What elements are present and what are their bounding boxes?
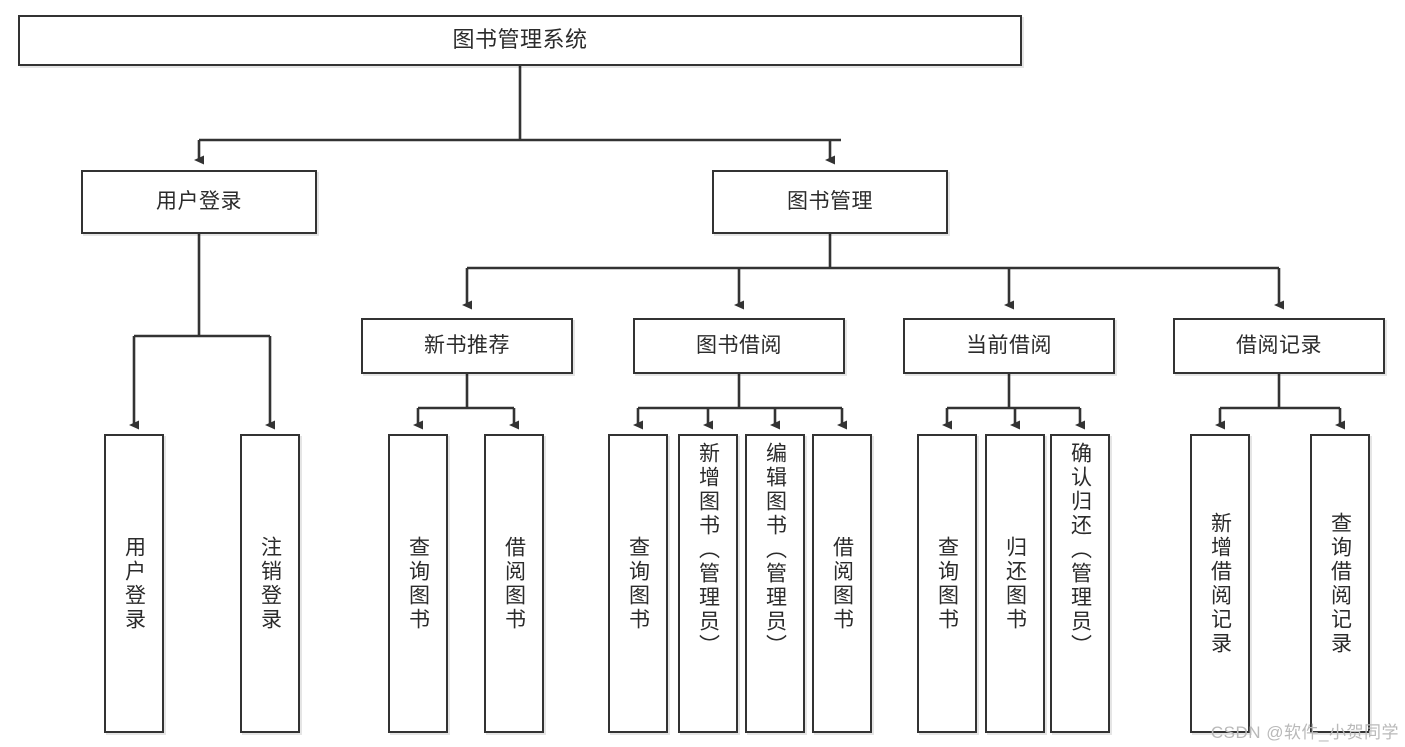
node-borrow-records[interactable]: 借阅记录 (1173, 318, 1385, 374)
node-label: 借阅图书 (830, 535, 854, 632)
leaf-edit-book-admin[interactable]: 编辑图书（管理员） (745, 434, 805, 733)
node-book-borrowing[interactable]: 图书借阅 (633, 318, 845, 374)
leaf-query-book-recommendation[interactable]: 查询图书 (388, 434, 448, 733)
node-label: 编辑图书（管理员） (763, 442, 787, 658)
node-label: 新书推荐 (424, 334, 510, 358)
node-label: 注销登录 (258, 535, 282, 632)
node-label: 借阅图书 (502, 535, 526, 632)
node-label: 图书借阅 (696, 334, 782, 358)
node-label: 用户登录 (122, 535, 146, 632)
leaf-add-book-admin[interactable]: 新增图书（管理员） (678, 434, 738, 733)
node-label: 借阅记录 (1236, 334, 1322, 358)
node-new-book-recommendation[interactable]: 新书推荐 (361, 318, 573, 374)
leaf-return-book[interactable]: 归还图书 (985, 434, 1045, 733)
node-label: 查询借阅记录 (1328, 511, 1352, 656)
node-label: 新增借阅记录 (1208, 511, 1232, 656)
node-book-management[interactable]: 图书管理 (712, 170, 948, 234)
node-root-system[interactable]: 图书管理系统 (18, 15, 1022, 66)
leaf-borrow-book-recommendation[interactable]: 借阅图书 (484, 434, 544, 733)
leaf-query-book-current[interactable]: 查询图书 (917, 434, 977, 733)
node-label: 当前借阅 (966, 334, 1052, 358)
node-label: 查询图书 (406, 535, 430, 632)
leaf-query-book-borrowing[interactable]: 查询图书 (608, 434, 668, 733)
node-label: 新增图书（管理员） (696, 442, 720, 658)
node-label: 图书管理系统 (452, 27, 588, 53)
node-label: 查询图书 (626, 535, 650, 632)
node-current-borrowing[interactable]: 当前借阅 (903, 318, 1115, 374)
node-label: 图书管理 (787, 190, 873, 214)
csdn-watermark: CSDN @软件_小贺同学 (1210, 723, 1399, 742)
leaf-borrow-book-borrowing[interactable]: 借阅图书 (812, 434, 872, 733)
node-label: 归还图书 (1003, 535, 1027, 632)
node-label: 用户登录 (156, 190, 242, 214)
leaf-logout[interactable]: 注销登录 (240, 434, 300, 733)
node-user-login[interactable]: 用户登录 (81, 170, 317, 234)
leaf-query-borrow-record[interactable]: 查询借阅记录 (1310, 434, 1370, 733)
node-label: 查询图书 (935, 535, 959, 632)
node-label: 确认归还（管理员） (1068, 442, 1092, 658)
leaf-user-login[interactable]: 用户登录 (104, 434, 164, 733)
leaf-add-borrow-record[interactable]: 新增借阅记录 (1190, 434, 1250, 733)
leaf-confirm-return-admin[interactable]: 确认归还（管理员） (1050, 434, 1110, 733)
